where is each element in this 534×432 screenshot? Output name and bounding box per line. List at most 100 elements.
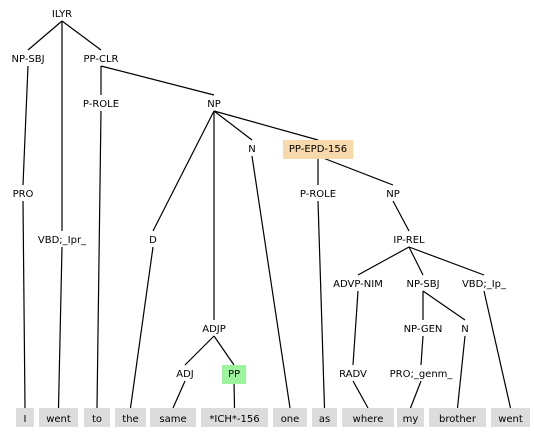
tree-edge	[483, 290, 512, 409]
node-label: ADVP-NIM	[333, 279, 383, 290]
leaf-token: where	[342, 408, 394, 427]
tree-edge	[22, 65, 29, 186]
tree-edge	[213, 110, 319, 141]
leaf-word: went	[498, 414, 523, 425]
leaf-box	[429, 408, 486, 427]
leaf-box	[397, 408, 424, 427]
leaf-word: I	[24, 414, 27, 425]
leaf-word: as	[319, 414, 330, 425]
leaf-word: same	[159, 414, 186, 425]
node-label: ILYR	[52, 9, 72, 20]
tree-edges	[22, 20, 512, 409]
node-label: NP-SBJ	[11, 54, 44, 65]
node-np-2: NP	[386, 189, 400, 200]
leaf-box	[150, 408, 196, 427]
node-pp-clr: PP-CLR	[84, 54, 119, 65]
tree-edge	[357, 246, 410, 276]
node-label: ADJ	[176, 369, 194, 380]
tree-edge	[420, 335, 424, 366]
leaf-token: I	[16, 408, 34, 427]
tree-edge	[233, 380, 236, 409]
node-np-gen: NP-GEN	[404, 324, 443, 335]
node-p-role-1: P-ROLE	[83, 99, 119, 110]
leaf-box	[84, 408, 110, 427]
node-label: PP-CLR	[84, 54, 119, 65]
leaf-word: the	[122, 414, 138, 425]
leaf-token: to	[84, 408, 110, 427]
leaf-box	[273, 408, 307, 427]
node-label: P-ROLE	[300, 189, 336, 200]
leaf-token: as	[312, 408, 337, 427]
node-vbd-2: VBD;_Ip_	[462, 279, 507, 290]
leaf-token: went	[491, 408, 530, 427]
node-adj: ADJ	[176, 369, 194, 380]
node-label: NP	[207, 99, 221, 110]
node-label: N	[461, 324, 468, 335]
tree-edge	[251, 155, 291, 409]
node-pro: PRO	[13, 189, 34, 200]
leaf-word: brother	[439, 414, 477, 425]
node-pro-genm: PRO;_genm_	[390, 369, 454, 380]
leaf-box	[312, 408, 337, 427]
tree-edge	[61, 20, 102, 51]
node-label: NP	[386, 189, 400, 200]
tree-edge	[352, 290, 359, 366]
tree-edge	[392, 200, 410, 232]
leaf-box	[115, 408, 146, 427]
leaf-word: went	[46, 414, 71, 425]
node-np-sbj: NP-SBJ	[11, 54, 44, 65]
tree-edge	[317, 200, 326, 409]
tree-edge	[456, 335, 466, 409]
node-root: ILYR	[52, 9, 72, 20]
tree-edge	[100, 65, 215, 96]
node-label: PP-EPD-156	[289, 144, 347, 155]
node-label: N	[248, 144, 255, 155]
node-np-1: NP	[207, 99, 221, 110]
node-d: D	[149, 235, 157, 246]
leaf-box	[16, 408, 34, 427]
leaf-word: *ICH*-156	[209, 414, 259, 425]
tree-edge	[152, 110, 215, 232]
tree-edge	[409, 380, 422, 409]
leaf-token: same	[150, 408, 196, 427]
node-label: IP-REL	[393, 235, 425, 246]
node-label: NP-GEN	[404, 324, 443, 335]
node-label: RADV	[339, 369, 367, 380]
node-label: PP	[228, 369, 240, 380]
leaf-token: *ICH*-156	[201, 408, 268, 427]
leaf-token: my	[397, 408, 424, 427]
tree-edge	[57, 246, 63, 409]
tree-edge	[317, 155, 394, 186]
node-pp-epd: PP-EPD-156	[282, 140, 354, 159]
leaf-box	[342, 408, 394, 427]
node-radv: RADV	[339, 369, 367, 380]
node-p-role-2: P-ROLE	[300, 189, 336, 200]
leaf-box	[201, 408, 268, 427]
node-label: NP-SBJ	[406, 279, 439, 290]
tree-edge	[408, 246, 424, 276]
leaf-word: my	[403, 414, 419, 425]
leaf-token: went	[39, 408, 78, 427]
node-vbd-1: VBD;_Ipr_	[38, 235, 87, 246]
node-label: D	[149, 235, 157, 246]
leaf-token: brother	[429, 408, 486, 427]
node-label: PRO;_genm_	[390, 369, 454, 380]
tree-edge	[213, 335, 235, 366]
node-label: ADJP	[202, 324, 226, 335]
node-advp-nim: ADVP-NIM	[333, 279, 383, 290]
node-n-1: N	[248, 144, 255, 155]
leaf-word: where	[353, 414, 384, 425]
leaf-token: the	[115, 408, 146, 427]
node-ip-rel: IP-REL	[393, 235, 425, 246]
tree-edge	[172, 380, 186, 409]
leaf-token: one	[273, 408, 307, 427]
tree-edge	[213, 110, 253, 141]
leaf-box	[39, 408, 78, 427]
tree-edge	[352, 380, 369, 409]
tree-edge	[422, 290, 466, 321]
node-pp: PP	[221, 365, 247, 384]
leaf-box	[491, 408, 530, 427]
node-label: VBD;_Ip_	[462, 279, 507, 290]
